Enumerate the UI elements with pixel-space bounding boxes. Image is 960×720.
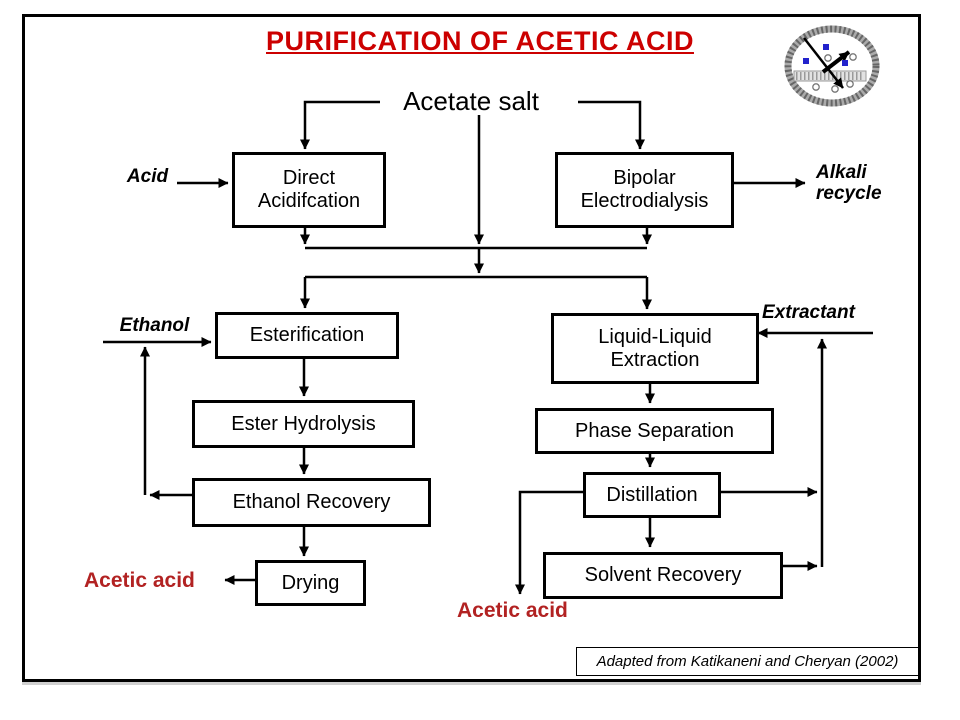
process-box-label: Ethanol Recovery	[232, 491, 391, 513]
source-note-box: Adapted from Katikaneni and Cheryan (200…	[576, 647, 919, 676]
process-box-label: Drying	[281, 571, 340, 594]
connector-feed-to-direct	[300, 100, 380, 150]
slide-border	[22, 14, 921, 682]
process-box-drying: Drying	[255, 560, 366, 606]
feed-label-acetate-salt: Acetate salt	[403, 86, 539, 116]
process-box-label: Liquid-Liquid Extraction	[598, 325, 712, 371]
stream-label-alkali-recycle: Alkali recycle	[816, 162, 882, 204]
product-label-acetic-acid-left: Acetic acid	[84, 569, 195, 592]
connector-lines	[103, 100, 873, 595]
process-box-label: Phase Separation	[574, 419, 734, 442]
connector-feed-to-bipolar	[578, 100, 645, 150]
process-box-label: Solvent Recovery	[584, 564, 742, 586]
stream-label-ethanol: Ethanol	[119, 315, 190, 336]
process-box-direct-acidification: Direct Acidifcation	[232, 152, 386, 228]
membrane-process-logo	[784, 25, 880, 107]
process-box-ethanol-recovery: Ethanol Recovery	[192, 478, 431, 527]
product-label-acetic-acid-bottom: Acetic acid	[457, 599, 568, 622]
source-note-text: Adapted from Katikaneni and Cheryan (200…	[596, 653, 899, 670]
process-box-esterification: Esterification	[215, 312, 399, 359]
process-box-label: Direct Acidifcation	[257, 167, 361, 212]
process-box-label: Ester Hydrolysis	[231, 412, 376, 435]
solute-circles-icon	[812, 53, 857, 93]
stream-label-acid: Acid	[126, 166, 169, 187]
stream-label-extractant: Extractant	[762, 302, 855, 323]
process-box-distillation: Distillation	[583, 472, 721, 518]
process-box-solvent-recovery: Solvent Recovery	[543, 552, 783, 599]
connector-distillation-product	[515, 490, 583, 595]
process-box-ester-hydrolysis: Ester Hydrolysis	[192, 400, 415, 448]
process-box-label: Esterification	[249, 324, 365, 346]
process-box-label: Bipolar Electrodialysis	[580, 167, 709, 212]
process-box-bipolar-electrodialysis: Bipolar Electrodialysis	[555, 152, 734, 228]
process-box-phase-separation: Phase Separation	[535, 408, 774, 454]
solute-squares-icon	[803, 44, 848, 66]
process-box-label: Distillation	[606, 483, 698, 506]
crossing-arrows-icon	[803, 37, 851, 89]
page-title: PURIFICATION OF ACETIC ACID	[266, 26, 694, 56]
process-box-liquid-liquid-extraction: Liquid-Liquid Extraction	[551, 313, 759, 384]
